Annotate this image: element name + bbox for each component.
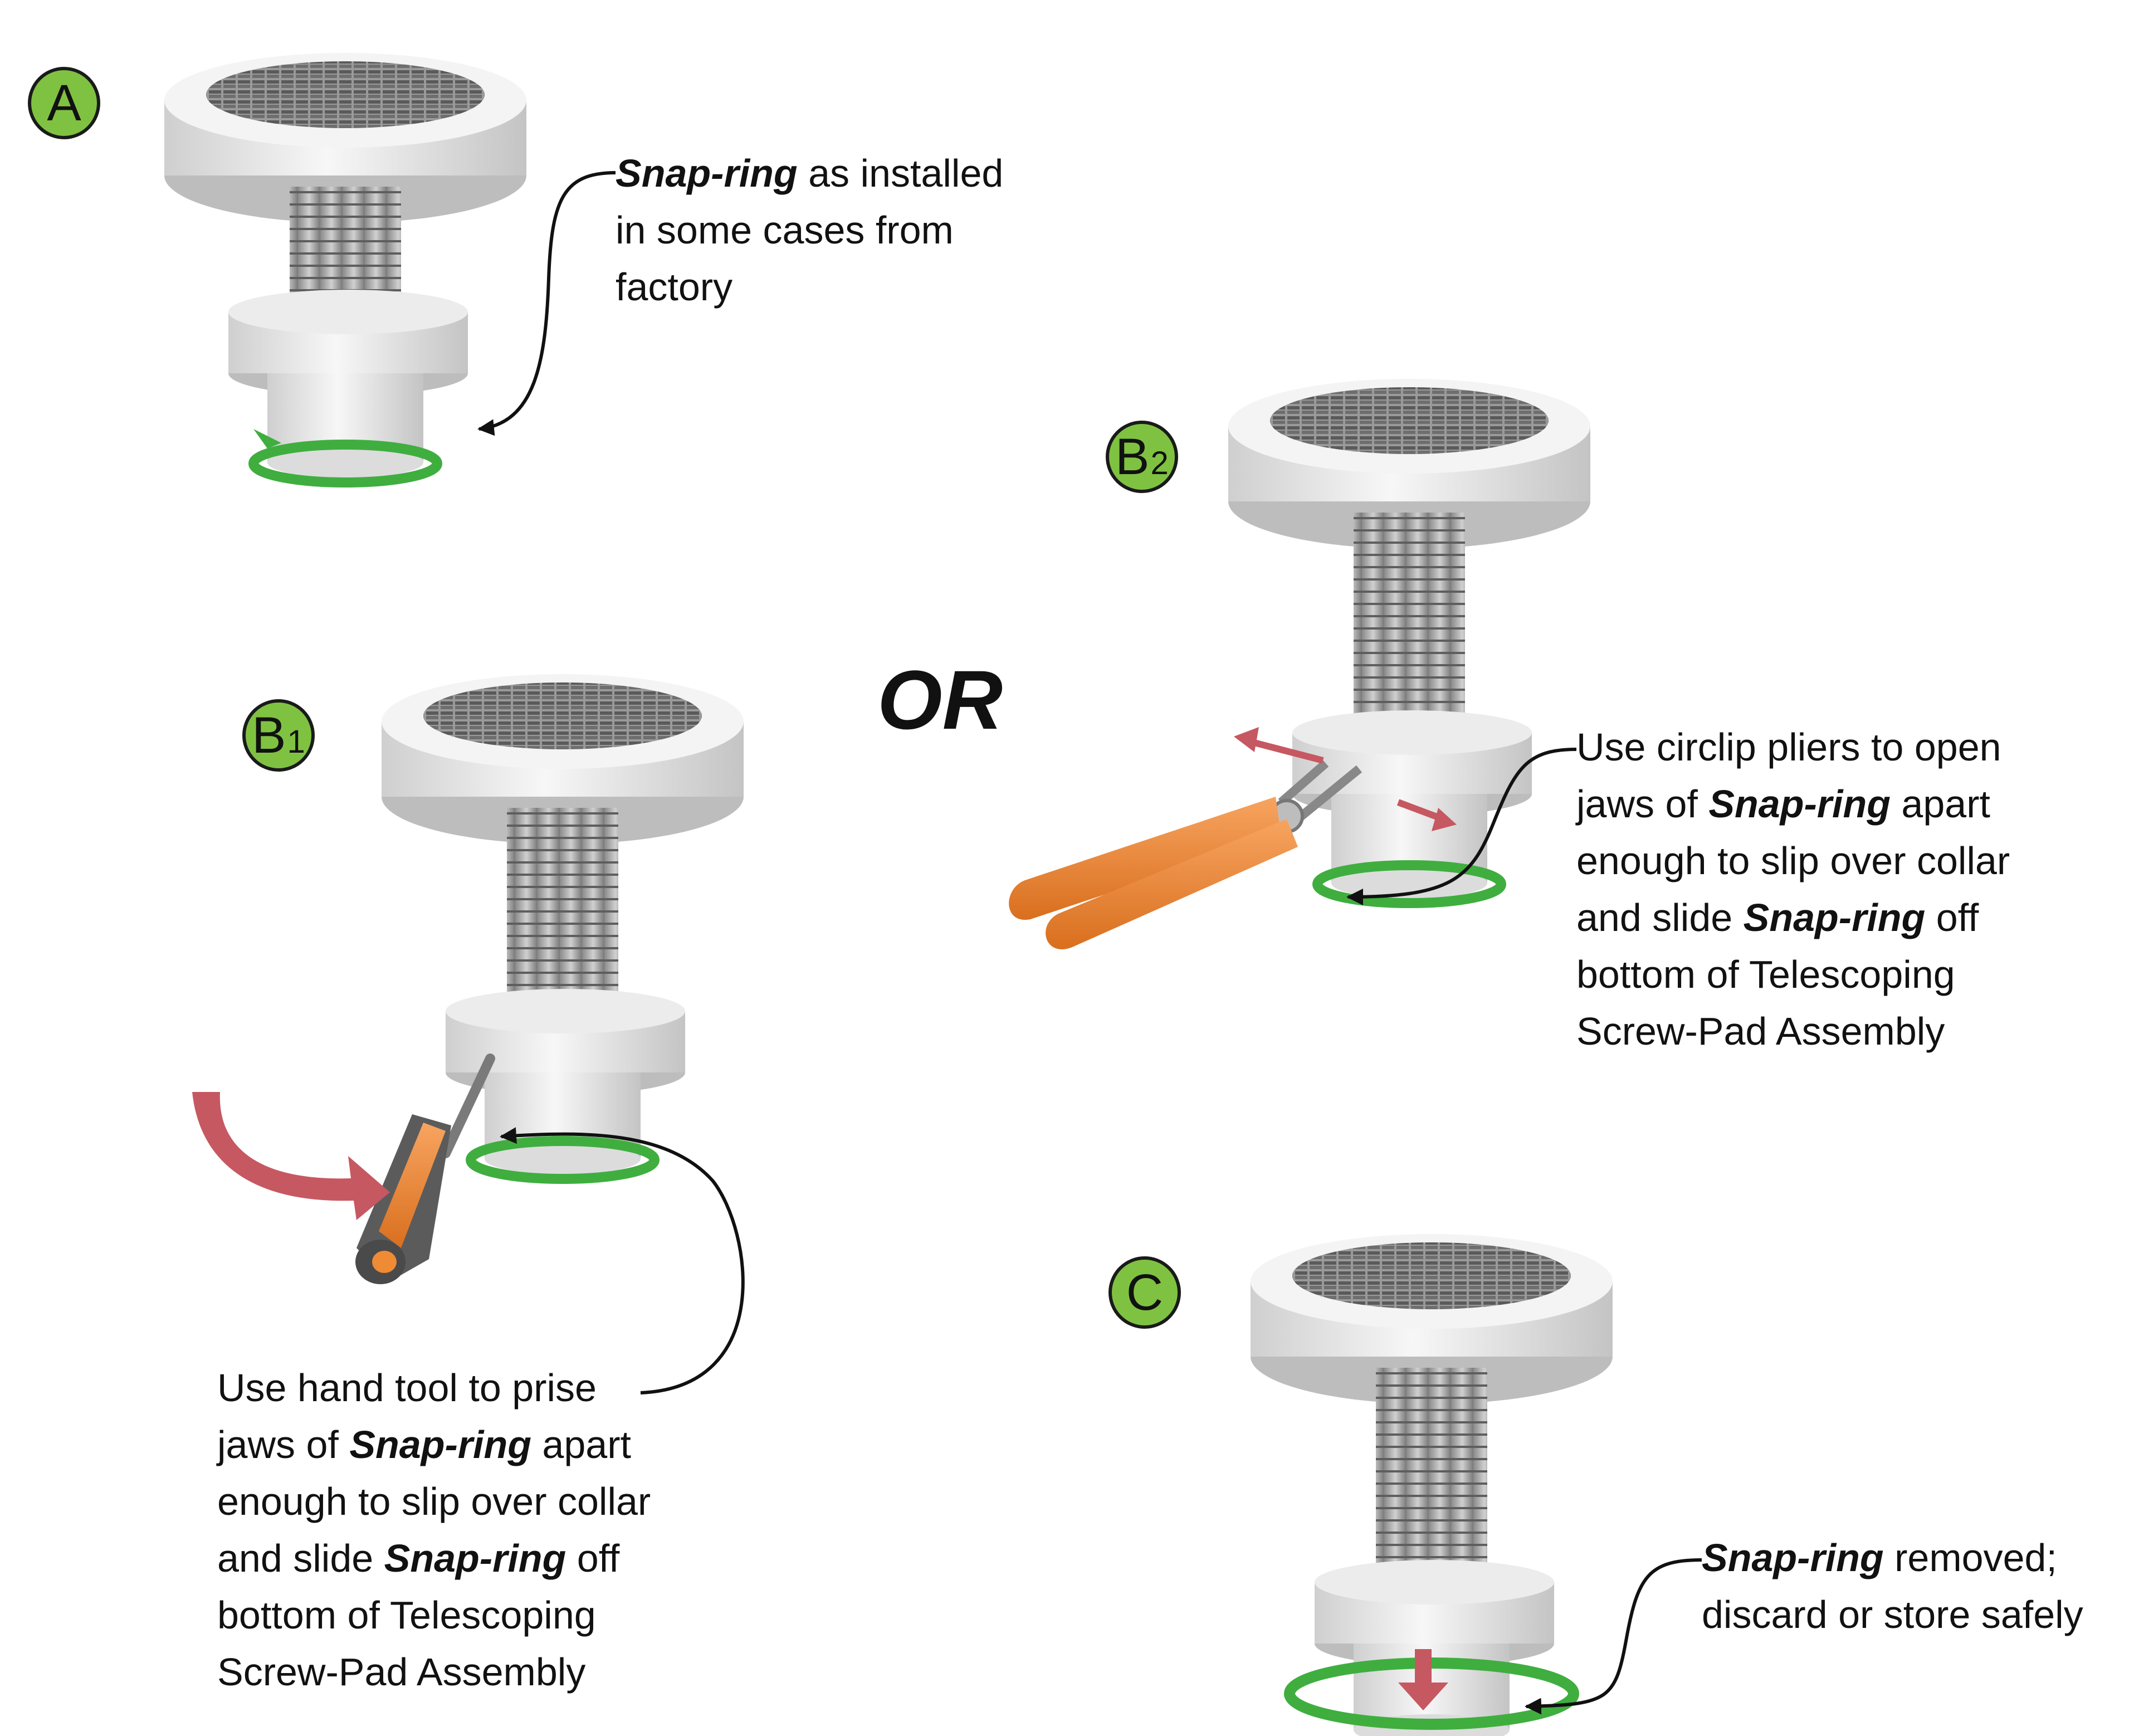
callout-b2-line5: bottom of Telescoping [1576,953,1955,996]
badge-b2-letter: B [1115,428,1150,485]
callout-c-line2: discard or store safely [1702,1593,2083,1636]
callout-b2: Use circlip pliers to open jaws of Snap-… [1576,719,2010,1060]
callout-b2-line3: enough to slip over collar [1576,839,2010,882]
callout-b2-line4: and slide Snap-ring off [1576,896,1979,939]
callout-b2-line2: jaws of Snap-ring apart [1576,782,1990,826]
badge-b2-subscript: 2 [1150,445,1169,481]
rotation-arrow [192,1092,390,1220]
callout-b2-line6: Screw-Pad Assembly [1576,1010,1945,1053]
callout-b1-line6: Screw-Pad Assembly [217,1650,586,1694]
screw-pad-assembly-a [164,53,526,487]
badge-c: C [1108,1256,1181,1329]
callout-a-line1: Snap-ring as installed [616,152,1004,195]
callout-b1-line3: enough to slip over collar [217,1480,651,1523]
screwdriver [355,1054,495,1284]
badge-a: A [28,67,100,139]
or-label: OR [877,653,1003,747]
callout-a: Snap-ring as installed in some cases fro… [616,145,1003,315]
leader-b1 [500,1127,745,1394]
screw-pad-assembly-c [1251,1234,1613,1736]
circlip-pliers [1009,759,1362,950]
callout-b1-line4: and slide Snap-ring off [217,1537,620,1580]
callout-b1-line1: Use hand tool to prise [217,1366,597,1410]
callout-c: Snap-ring removed; discard or store safe… [1702,1529,2083,1643]
badge-a-letter: A [47,74,81,131]
screw-pad-assembly-b1 [382,674,744,1184]
spread-arrows [1234,727,1457,831]
callout-a-line2: in some cases from [616,208,954,252]
callout-b1: Use hand tool to prise jaws of Snap-ring… [217,1359,651,1700]
callout-a-line3: factory [616,265,733,309]
callout-c-line1: Snap-ring removed; [1702,1536,2057,1579]
badge-b1-letter: B [252,706,286,764]
leader-a [477,171,616,436]
callout-b1-line5: bottom of Telescoping [217,1593,596,1637]
callout-b2-line1: Use circlip pliers to open [1576,725,2001,769]
leader-b2 [1346,748,1577,905]
badge-b1-subscript: 1 [287,723,305,760]
screw-pad-assembly-b2 [1228,379,1590,908]
badge-c-letter: C [1126,1264,1164,1321]
leader-c [1525,1558,1702,1715]
callout-b1-line2: jaws of Snap-ring apart [217,1423,631,1466]
down-arrow [1398,1649,1448,1710]
